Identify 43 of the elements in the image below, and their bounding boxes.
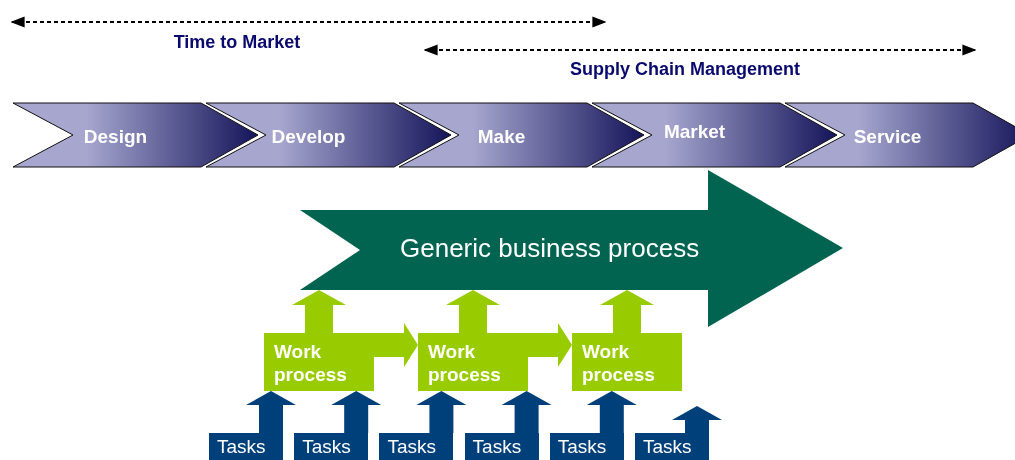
task-label: Tasks <box>302 435 351 459</box>
span-label: Time to Market <box>173 32 301 53</box>
task-box <box>635 433 709 460</box>
task-box <box>379 433 454 460</box>
task-label: Tasks <box>557 435 607 459</box>
task-label: Tasks <box>387 435 436 459</box>
block-arrow <box>586 391 637 433</box>
chevron-step <box>785 103 1015 167</box>
task-label: Tasks <box>643 435 692 459</box>
work-process-box <box>264 333 374 391</box>
block-arrow <box>416 391 467 433</box>
step-label: Service <box>853 126 922 148</box>
work-process-label: Work process <box>428 340 502 386</box>
block-arrow <box>528 323 572 367</box>
task-label: Tasks <box>472 435 522 459</box>
block-arrow <box>672 406 722 433</box>
task-box <box>294 433 369 460</box>
block-arrow <box>246 391 296 433</box>
chevron-step <box>13 103 258 167</box>
task-box <box>464 433 539 460</box>
chevron-step <box>399 103 644 167</box>
task-box <box>209 433 283 460</box>
process-label: Generic business process <box>400 233 700 264</box>
block-arrow <box>501 391 552 433</box>
step-label: Market <box>663 121 726 143</box>
task-label: Tasks <box>217 435 266 459</box>
work-process-box <box>418 333 528 391</box>
step-label: Design <box>83 126 148 148</box>
work-process-box <box>572 333 682 391</box>
work-process-label: Work process <box>582 340 656 386</box>
task-box <box>549 433 624 460</box>
chevron-step <box>592 103 837 167</box>
block-arrow <box>292 290 346 333</box>
block-arrow <box>446 290 500 333</box>
work-process-label: Work process <box>274 340 348 386</box>
block-arrow <box>331 391 382 433</box>
block-arrow <box>600 290 654 333</box>
block-arrow <box>374 323 418 367</box>
step-label: Make <box>477 126 526 148</box>
chevron-step <box>206 103 451 167</box>
step-label: Develop <box>271 126 346 148</box>
process-arrow <box>300 170 843 327</box>
span-label: Supply Chain Management <box>570 59 800 80</box>
